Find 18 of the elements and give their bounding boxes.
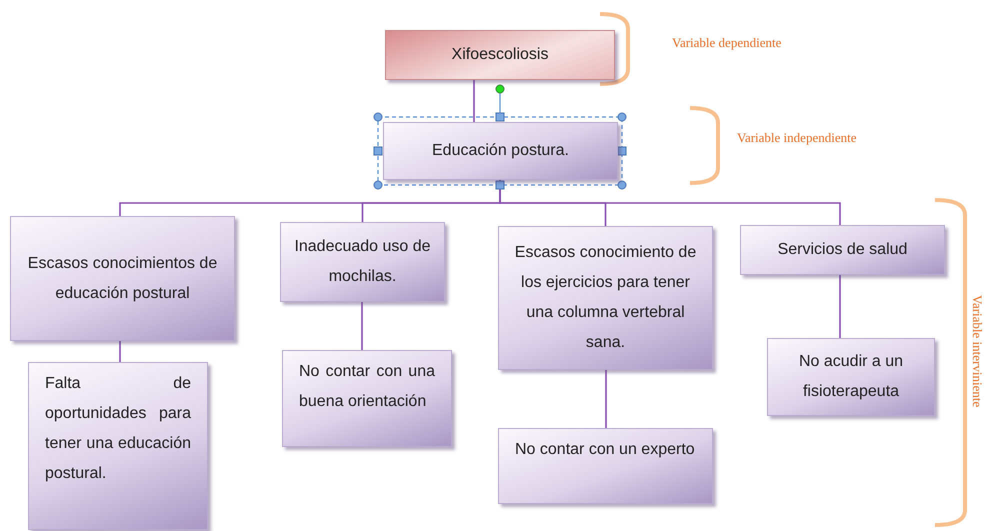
factor-box: Inadecuado uso de mochilas. <box>280 222 445 302</box>
factor-box: Escasos conocimientos de educación postural <box>10 216 235 341</box>
connector-line <box>473 80 475 122</box>
connector-line <box>119 341 121 362</box>
independent-variable-box: Educación postura. <box>383 122 618 180</box>
connector-line <box>361 302 363 350</box>
variable-label: Variable independiente <box>737 130 856 146</box>
connector-line <box>605 370 607 428</box>
factor-box: No acudir a un fisioterapeuta <box>767 338 935 416</box>
factor-box: No contar con un experto <box>498 428 713 504</box>
variable-label: Variable interviniente <box>969 295 985 408</box>
factor-box: No contar con una buena orientación <box>282 350 452 447</box>
factor-box: Escasos conocimiento de los ejercicios para tener una columna vertebral sana. <box>498 226 713 370</box>
factor-box: Falta de oportunidades para tener una educación postural. <box>28 362 208 530</box>
factor-box: Servicios de salud <box>740 225 945 275</box>
dependent-variable-box: Xifoescoliosis <box>385 30 615 80</box>
variable-label: Variable dependiente <box>672 35 782 51</box>
connector-line <box>839 275 841 338</box>
